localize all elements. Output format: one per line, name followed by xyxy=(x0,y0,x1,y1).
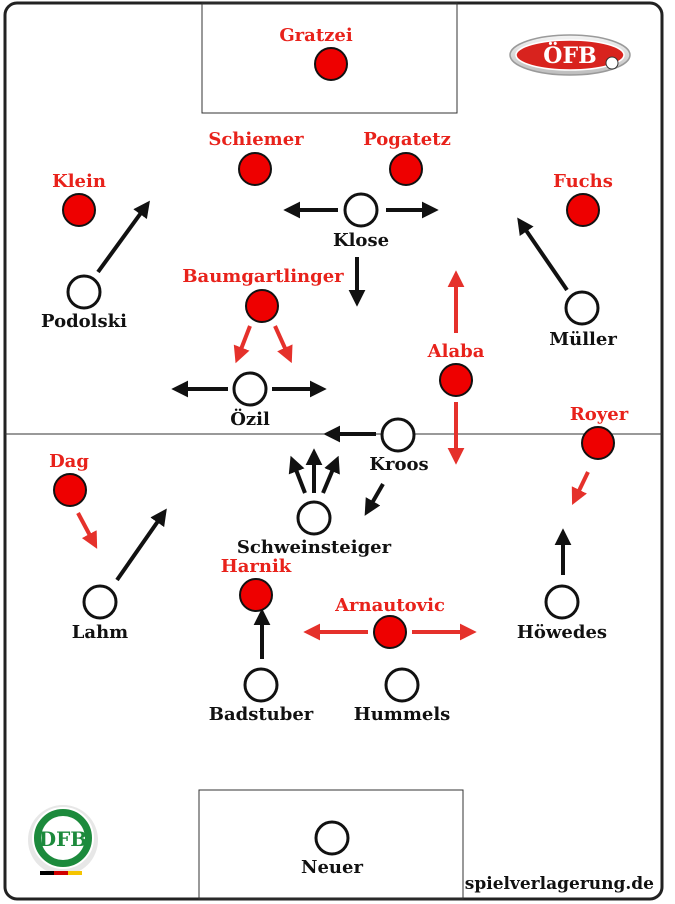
player-marker-fuchs xyxy=(566,193,600,227)
player-marker-klein xyxy=(62,193,96,227)
player-marker-dag xyxy=(53,473,87,507)
site-credit: spielverlagerung.de xyxy=(465,874,654,894)
player-marker-hummels xyxy=(384,667,420,703)
player-name-schiemer: Schiemer xyxy=(208,129,304,150)
player-marker-lahm xyxy=(82,584,118,620)
player-marker-podolski xyxy=(66,274,102,310)
player-name-kroos: Kroos xyxy=(369,454,428,475)
pitch-outline xyxy=(3,1,664,901)
player-marker-badstuber xyxy=(243,667,279,703)
player-name-schweinsteiger: Schweinsteiger xyxy=(237,537,392,558)
player-name-alaba: Alaba xyxy=(427,341,485,362)
player-name-fuchs: Fuchs xyxy=(553,171,613,192)
arrow-baumgartlinger-right xyxy=(273,325,293,364)
player-marker-royer xyxy=(581,426,615,460)
player-name-klose: Klose xyxy=(333,230,389,251)
arrow-podolski xyxy=(96,200,150,274)
arrow-dag xyxy=(76,512,98,549)
player-name-pogatetz: Pogatetz xyxy=(363,129,451,150)
player-marker-baumgartlinger xyxy=(245,289,279,323)
arrow-baumgartlinger-left xyxy=(233,325,252,364)
player-name-hummels: Hummels xyxy=(354,704,451,725)
player-name-hoewedes: Höwedes xyxy=(517,622,607,643)
dfb-logo: DFB xyxy=(28,805,98,875)
player-marker-hoewedes xyxy=(544,584,580,620)
player-marker-schiemer xyxy=(238,152,272,186)
arrow-schweini-3 xyxy=(321,455,340,494)
player-name-harnik: Harnik xyxy=(221,556,292,577)
player-name-lahm: Lahm xyxy=(72,622,128,643)
player-name-neuer: Neuer xyxy=(301,857,363,878)
oefb-logo: ÖFB xyxy=(509,34,631,76)
player-name-podolski: Podolski xyxy=(41,311,127,332)
arrow-kroos-down xyxy=(364,483,385,516)
dfb-logo-text: DFB xyxy=(39,827,87,851)
bottom-penalty-box xyxy=(198,789,464,900)
arrow-lahm xyxy=(115,508,167,582)
player-name-dag: Dag xyxy=(49,451,89,472)
player-marker-pogatetz xyxy=(389,152,423,186)
player-name-klein: Klein xyxy=(52,171,106,192)
player-marker-gratzei xyxy=(314,47,348,81)
player-marker-schweinsteiger xyxy=(296,500,332,536)
player-name-arnautovic: Arnautovic xyxy=(334,595,445,616)
player-name-baumgartlinger: Baumgartlinger xyxy=(182,266,344,287)
arrow-mueller xyxy=(517,217,569,292)
pitch-markings xyxy=(3,1,664,901)
germany-players: Klose Podolski Müller Özil Kroos Schwein… xyxy=(41,192,617,878)
player-name-gratzei: Gratzei xyxy=(279,25,353,46)
player-name-mueller: Müller xyxy=(549,329,617,350)
player-marker-oezil xyxy=(232,371,268,407)
austria-players: Gratzei Schiemer Pogatetz Klein Fuchs Ba… xyxy=(49,25,629,649)
player-marker-neuer xyxy=(314,820,350,856)
player-name-royer: Royer xyxy=(570,404,629,425)
player-name-badstuber: Badstuber xyxy=(209,704,314,725)
movement-arrows xyxy=(76,200,590,659)
arrow-schweini-1 xyxy=(288,455,307,494)
player-marker-mueller xyxy=(564,290,600,326)
player-marker-klose xyxy=(343,192,379,228)
top-penalty-box xyxy=(201,2,458,114)
player-marker-alaba xyxy=(439,363,473,397)
oefb-logo-text: ÖFB xyxy=(543,41,596,69)
arrow-royer xyxy=(571,471,590,506)
player-marker-harnik xyxy=(239,578,273,612)
player-name-oezil: Özil xyxy=(230,407,270,430)
player-marker-kroos xyxy=(380,417,416,453)
player-marker-arnautovic xyxy=(373,615,407,649)
